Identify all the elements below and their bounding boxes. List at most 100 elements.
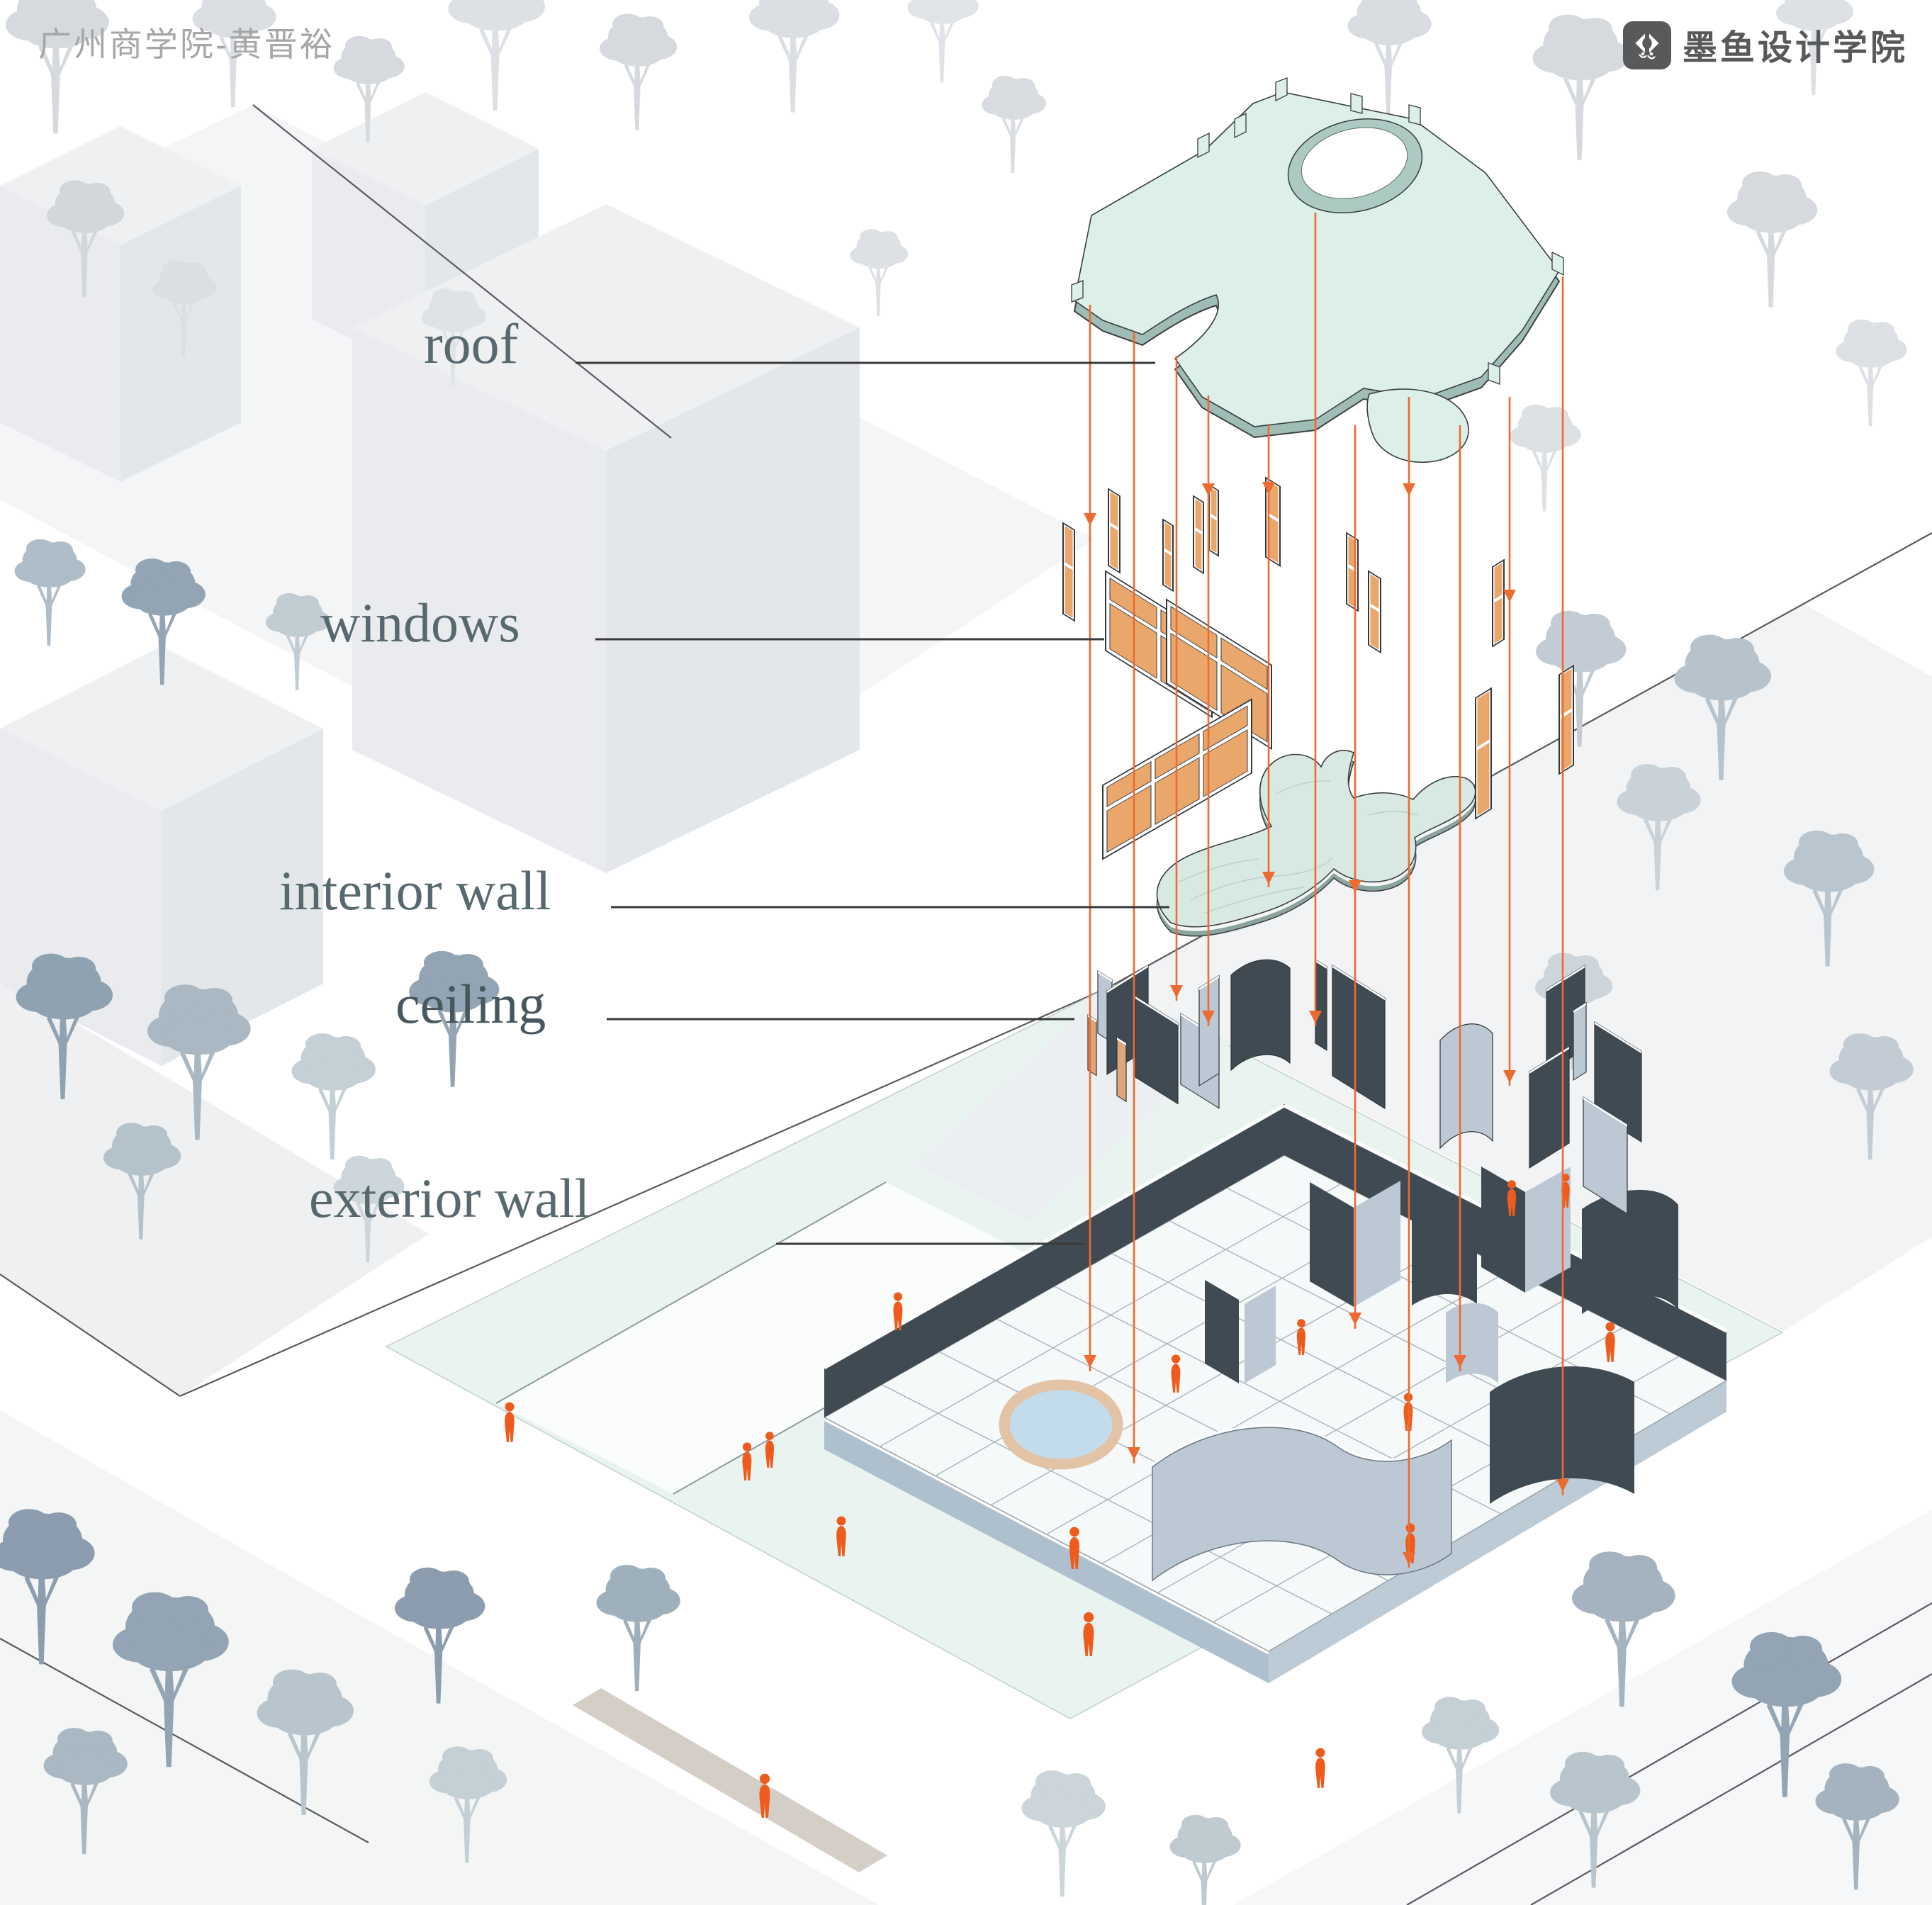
window-pane xyxy=(1211,488,1217,517)
cuttlefish-logo-icon xyxy=(1622,21,1671,69)
window-pane xyxy=(1370,574,1379,609)
tree xyxy=(1169,1814,1241,1905)
arrowhead xyxy=(1262,482,1275,495)
window-strip xyxy=(1193,495,1204,575)
road-line xyxy=(1406,1602,1932,1905)
leader-lines-layer xyxy=(575,361,1169,1245)
window-strip xyxy=(1162,518,1174,592)
label-interior-wall: interior wall xyxy=(279,860,551,921)
context-buildings-layer xyxy=(0,92,860,1066)
curved-wall xyxy=(1412,1198,1477,1305)
road-line xyxy=(0,1638,369,1843)
window-pane xyxy=(1494,563,1503,600)
tree xyxy=(982,76,1046,173)
window-strip xyxy=(1368,570,1381,654)
arrowhead xyxy=(1170,985,1183,998)
panel-face xyxy=(1573,1001,1587,1081)
road-line xyxy=(1530,1673,1932,1905)
interior-wall-panel xyxy=(1245,1286,1276,1383)
road-line xyxy=(0,1274,181,1397)
blob-contours xyxy=(1179,780,1418,914)
panel-top-edge xyxy=(1332,965,1385,1001)
window-pane xyxy=(1267,515,1279,563)
interior-wall-panel xyxy=(1205,1280,1239,1383)
arrowhead xyxy=(1503,590,1516,602)
arrowhead xyxy=(1262,872,1275,884)
backdrop-block xyxy=(0,978,429,1396)
walkway xyxy=(496,1182,1063,1494)
panel-top-edge xyxy=(1583,1097,1627,1127)
road-line xyxy=(179,986,1110,1398)
window-pane xyxy=(1370,607,1379,650)
grid-line xyxy=(824,1155,1726,1651)
person-silhouette xyxy=(1315,1748,1325,1788)
floating-wall-panel xyxy=(1583,1096,1628,1215)
backdrop-block xyxy=(1233,1510,1932,1905)
panel-top-edge xyxy=(1135,996,1178,1025)
tree xyxy=(1727,171,1818,308)
arrowhead xyxy=(1084,513,1096,526)
window-pane xyxy=(1211,517,1217,553)
arrowhead xyxy=(1556,1479,1569,1492)
interior-wall-panel xyxy=(1354,1181,1400,1307)
label-roof: roof xyxy=(424,313,519,376)
roads-layer xyxy=(0,104,1932,1905)
interior-wall-panel xyxy=(1310,1182,1354,1307)
panel-top-edge xyxy=(1573,1002,1586,1013)
floating-wall-panel xyxy=(1315,959,1327,1051)
interior-wall-panel xyxy=(1525,1167,1571,1293)
logo-text: 墨鱼设计学院 xyxy=(1682,29,1908,67)
person-silhouette xyxy=(505,1402,515,1442)
tree xyxy=(596,1565,680,1692)
window-pane xyxy=(1477,742,1490,816)
window-strip xyxy=(1108,488,1121,574)
window-pane xyxy=(1203,729,1248,797)
roof-layer xyxy=(1071,77,1564,463)
arrowhead xyxy=(1454,1355,1466,1368)
floating-wall-panel xyxy=(1135,996,1179,1105)
base-plinth xyxy=(824,1417,1269,1683)
floating-wall-panel xyxy=(1573,1001,1587,1081)
arrowhead xyxy=(1202,1011,1215,1023)
window-pane xyxy=(1220,637,1268,690)
tree xyxy=(1836,319,1907,427)
window-pane xyxy=(1065,565,1073,618)
window-pane xyxy=(1110,492,1118,528)
window-strip xyxy=(1492,558,1505,648)
roof-flap xyxy=(1366,388,1469,463)
panel-face xyxy=(1332,965,1386,1110)
floating-curved-panel xyxy=(1230,959,1291,1072)
window-pane xyxy=(1164,551,1172,588)
window-pane xyxy=(1494,597,1503,644)
path-band xyxy=(573,1688,887,1872)
panel-top-edge xyxy=(1546,965,1585,991)
arrowhead xyxy=(1202,483,1215,496)
tree xyxy=(907,0,979,83)
road-line xyxy=(252,104,672,439)
pool xyxy=(999,1379,1123,1470)
window-strip xyxy=(1475,687,1492,820)
tree xyxy=(1510,404,1581,512)
building-mass xyxy=(0,126,241,482)
label-exterior-wall: exterior wall xyxy=(309,1167,590,1229)
building-mass xyxy=(0,646,323,1066)
grid-line xyxy=(824,1155,1726,1651)
panel-top-edge xyxy=(1098,971,1112,982)
panel-face xyxy=(1315,959,1327,1051)
tree xyxy=(850,229,909,317)
arrowhead xyxy=(1128,1447,1140,1460)
window-pane xyxy=(1170,632,1218,712)
walkway-edge xyxy=(495,1181,887,1404)
grid-line xyxy=(824,1155,1726,1651)
floating-wall-panel xyxy=(1116,1037,1127,1103)
curved-wall xyxy=(1446,1303,1498,1383)
window-pane xyxy=(1170,605,1218,659)
window-pane xyxy=(1195,499,1202,532)
grid-line xyxy=(824,1155,1726,1651)
arrowhead xyxy=(1403,483,1415,496)
window-strip xyxy=(1346,532,1359,612)
window-pane xyxy=(1203,705,1248,752)
curved-front-wall xyxy=(1152,1427,1452,1582)
